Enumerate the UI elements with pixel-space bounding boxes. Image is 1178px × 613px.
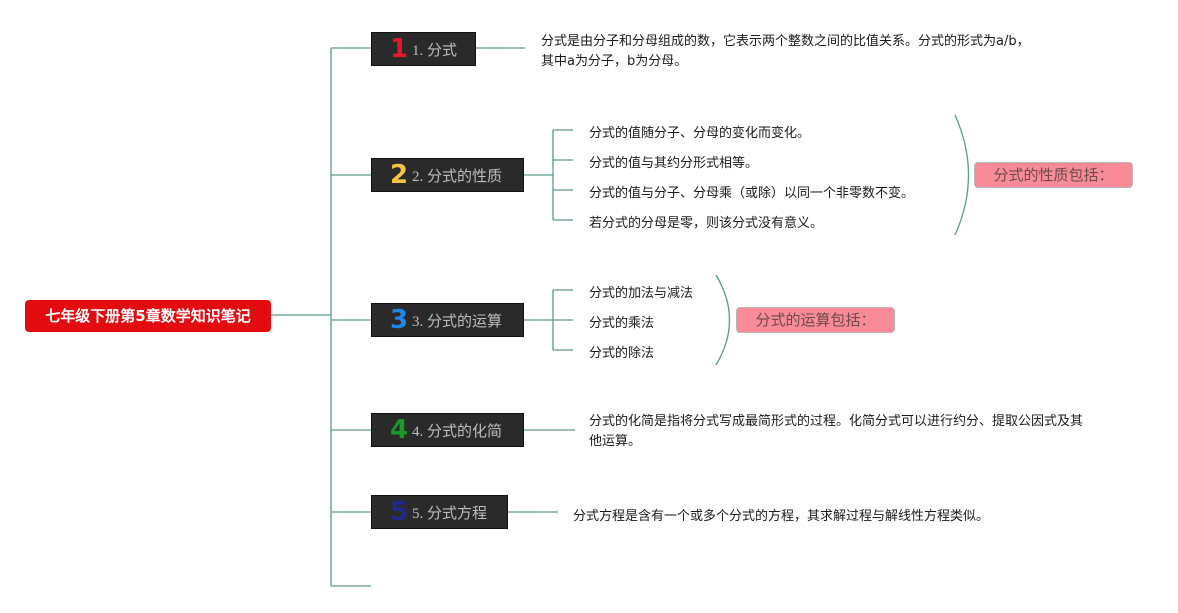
branch-4[interactable]: 4 4. 分式的化简 [371, 413, 524, 447]
branch-1-title: 1. 分式 [412, 42, 458, 59]
number-5-icon: 5 [390, 497, 409, 527]
branch-2-item-1: 分式的值随分子、分母的变化而变化。 [589, 126, 811, 141]
branch-4-content: 分式的化简是指将分式写成最简形式的过程。化简分式可以进行约分、提取公因式及其他运… [589, 414, 1084, 449]
branch-2-item-2: 分式的值与其约分形式相等。 [589, 156, 759, 171]
branch-2[interactable]: 2 2. 分式的性质 [371, 158, 524, 192]
branch-2-item-4: 若分式的分母是零，则该分式没有意义。 [589, 216, 824, 231]
branch-3-item-1: 分式的加法与减法 [589, 286, 694, 301]
branch-1-content: 分式是由分子和分母组成的数，它表示两个整数之间的比值关系。分式的形式为a/b，其… [541, 34, 1030, 69]
number-2-icon: 2 [390, 160, 409, 190]
branch-3-item-2: 分式的乘法 [589, 316, 655, 331]
branch-5-content: 分式方程是含有一个或多个分式的方程，其求解过程与解线性方程类似。 [573, 509, 990, 524]
branch-1[interactable]: 1 1. 分式 [371, 32, 476, 66]
branch-5[interactable]: 5 5. 分式方程 [371, 495, 508, 529]
branch-2-title: 2. 分式的性质 [412, 168, 503, 185]
number-3-icon: 3 [390, 305, 409, 335]
root-topic[interactable]: 七年级下册第5章数学知识笔记 [25, 300, 271, 332]
branch-3-title: 3. 分式的运算 [412, 313, 503, 330]
root-title: 七年级下册第5章数学知识笔记 [45, 307, 251, 325]
branch-4-title: 4. 分式的化简 [412, 423, 503, 440]
number-4-icon: 4 [390, 415, 409, 445]
branch-2-item-3: 分式的值与分子、分母乘（或除）以同一个非零数不变。 [589, 186, 915, 201]
number-1-icon: 1 [390, 34, 409, 64]
branch-3[interactable]: 3 3. 分式的运算 [371, 303, 524, 337]
branch-2-summary[interactable]: 分式的性质包括： [974, 162, 1133, 188]
branch-5-title: 5. 分式方程 [412, 505, 488, 522]
branch-3-summary[interactable]: 分式的运算包括： [736, 307, 895, 333]
branch-3-item-3: 分式的除法 [589, 346, 655, 361]
